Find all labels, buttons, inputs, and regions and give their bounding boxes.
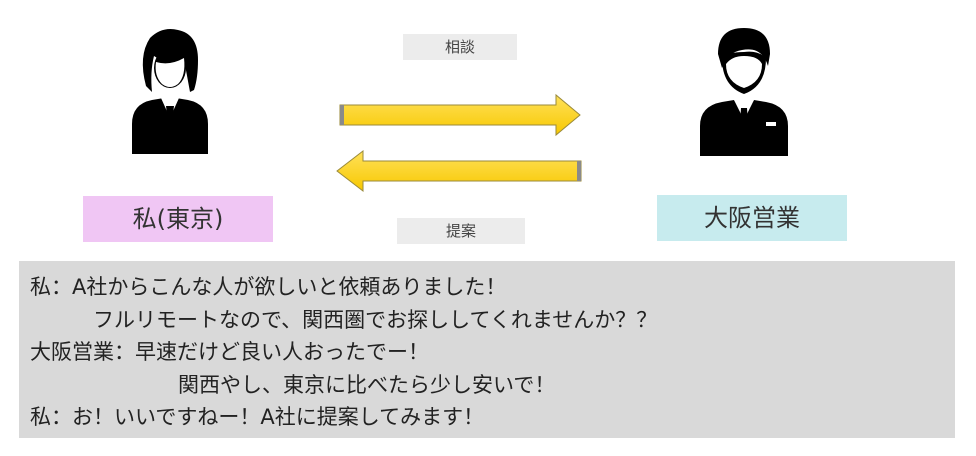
- consult-label: 相談: [403, 34, 517, 60]
- conversation-line: 大阪営業：早速だけど良い人おったでー！: [30, 340, 429, 364]
- role-osaka-box: 大阪営業: [657, 195, 847, 241]
- role-me-box: 私(東京): [83, 196, 273, 242]
- arrow-right-icon: [339, 93, 581, 137]
- conversation-line: フルリモートなので、関西圏でお探ししてくれませんか？？: [93, 307, 658, 332]
- conversation-box: 私：A社からこんな人が欲しいと依頼ありました！ フルリモートなので、関西圏でお探…: [19, 261, 955, 438]
- conversation-line: 私：お！いいですねー！A社に提案してみます！: [30, 405, 485, 429]
- conversation-line: 私：A社からこんな人が欲しいと依頼ありました！: [30, 275, 507, 299]
- businesswoman-icon: [132, 29, 208, 154]
- businessman-icon: [700, 28, 788, 156]
- propose-label: 提案: [397, 218, 525, 244]
- arrow-left-icon: [336, 149, 582, 193]
- conversation-line: 関西やし、東京に比べたら少し安いで！: [178, 372, 556, 397]
